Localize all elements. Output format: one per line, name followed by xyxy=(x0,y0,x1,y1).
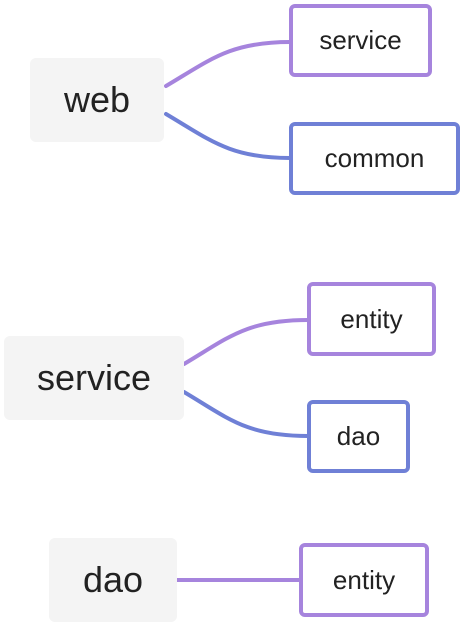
child-node-entity[interactable]: entity xyxy=(299,543,429,617)
root-label: web xyxy=(63,79,131,120)
child-node-common[interactable]: common xyxy=(289,122,460,195)
connector-web-service xyxy=(164,40,292,88)
child-node-dao[interactable]: dao xyxy=(307,400,410,473)
connector-web-common xyxy=(164,112,292,160)
connector-service-entity xyxy=(182,318,310,366)
root-label: dao xyxy=(82,559,144,600)
child-label: common xyxy=(324,143,425,173)
root-label: service xyxy=(36,357,152,398)
child-label: entity xyxy=(340,303,403,334)
child-label: entity xyxy=(332,564,396,595)
child-node-service[interactable]: service xyxy=(289,4,432,77)
root-node-web[interactable]: web xyxy=(30,58,164,142)
root-node-dao[interactable]: dao xyxy=(49,538,177,622)
child-node-entity[interactable]: entity xyxy=(307,282,436,356)
child-label: dao xyxy=(336,421,381,451)
child-label: service xyxy=(319,25,402,55)
root-node-service[interactable]: service xyxy=(4,336,184,420)
connector-service-dao xyxy=(182,390,310,438)
